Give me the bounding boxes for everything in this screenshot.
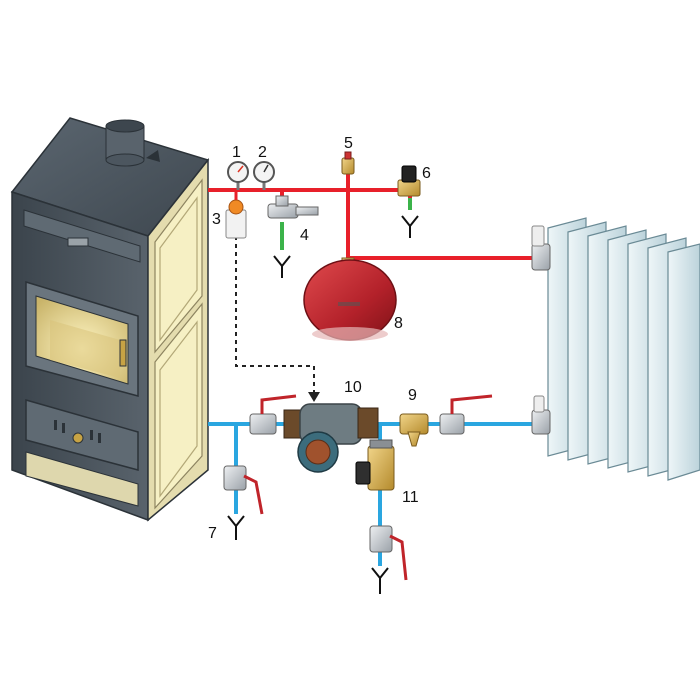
label-10: 10 [344, 379, 362, 396]
thermal-safety-valve [267, 195, 319, 219]
circulation-pump [283, 403, 379, 473]
ash-drawer [25, 399, 139, 471]
drain-symbol-icon [227, 515, 389, 594]
wood-stove-boiler [10, 117, 210, 522]
air-vent [341, 151, 355, 175]
drain-valve-left [223, 465, 264, 515]
ball-valve-return [439, 394, 493, 435]
ball-valve-pump-inlet [249, 394, 297, 435]
sensor-cable [235, 236, 315, 394]
drain-pipes [280, 198, 412, 250]
drain-symbol-icon [273, 215, 419, 278]
label-5: 5 [344, 135, 353, 152]
thermometer-gauge [227, 161, 249, 190]
label-4: 4 [300, 227, 309, 244]
label-8: 8 [394, 315, 403, 332]
expansion-tank [303, 257, 397, 341]
label-2: 2 [258, 144, 267, 161]
hot-supply-pipes [208, 172, 540, 268]
sensor-arrow-icon [308, 392, 320, 402]
pressure-gauge [253, 161, 275, 190]
pump-thermostat [225, 190, 247, 239]
thermostatic-mixing-valve [355, 439, 395, 491]
label-11: 11 [402, 489, 419, 506]
label-6: 6 [422, 165, 431, 182]
label-7: 7 [208, 525, 217, 542]
label-1: 1 [232, 144, 241, 161]
strainer-filter [399, 413, 429, 447]
radiator [531, 217, 700, 481]
pressure-relief-valve [397, 165, 421, 197]
label-9: 9 [408, 387, 417, 404]
drain-valve-right [369, 525, 408, 581]
fire-door [25, 280, 139, 397]
label-3: 3 [212, 211, 221, 228]
flue-pipe [105, 119, 160, 167]
